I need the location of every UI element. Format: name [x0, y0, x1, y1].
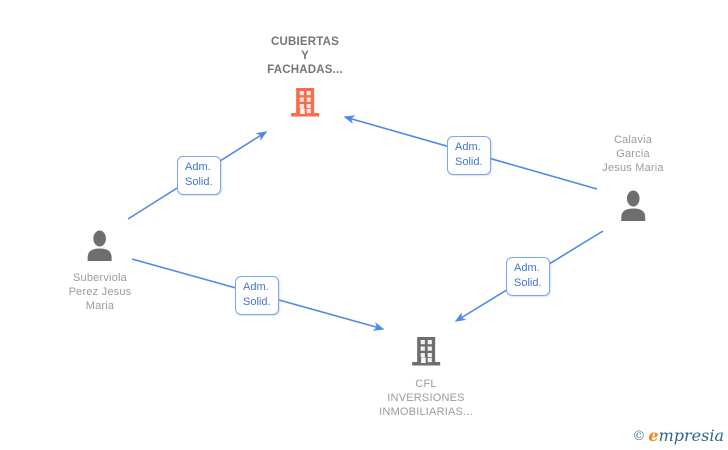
node-cfl-label-line2: INVERSIONES [387, 392, 465, 404]
edge-label-line1: Adm. [185, 161, 211, 173]
node-calavia[interactable]: Calavia Garcia Jesus Maria [602, 133, 664, 227]
node-suberviola-label-line2: Perez Jesus [68, 286, 132, 298]
edge-label-line2: Solid. [243, 296, 271, 308]
building-icon [410, 334, 442, 371]
edge-label-calavia-cubiertas: Adm. Solid. [447, 136, 491, 175]
node-cubiertas-label-line3: FACHADAS... [267, 64, 343, 76]
node-calavia-label-line1: Calavia [613, 134, 653, 146]
person-icon [616, 190, 650, 227]
edge-label-line2: Solid. [185, 176, 213, 188]
node-suberviola[interactable]: Suberviola Perez Jesus Maria [69, 230, 132, 313]
building-icon [289, 85, 321, 122]
node-cubiertas[interactable]: CUBIERTAS Y FACHADAS... [267, 35, 343, 122]
node-cfl-label-line1: CFL [415, 378, 437, 390]
copyright-icon: © [632, 429, 646, 444]
logo-brand-rest: mpresia [658, 426, 724, 445]
edge-label-line1: Adm. [455, 141, 481, 153]
edge-label-line2: Solid. [514, 277, 542, 289]
node-cfl-label-line3: INMOBILIARIAS... [379, 406, 473, 418]
empresia-logo[interactable]: ©empresia [632, 427, 724, 446]
node-calavia-label-line3: Jesus Maria [602, 162, 664, 174]
edge-label-line1: Adm. [514, 262, 540, 274]
node-cubiertas-label-line1: CUBIERTAS [270, 36, 340, 48]
person-icon [83, 230, 117, 267]
node-suberviola-label-line3: Maria [85, 300, 115, 312]
node-cubiertas-label-line2: Y [301, 50, 309, 62]
node-calavia-label-line2: Garcia [616, 148, 650, 160]
edge-label-line1: Adm. [243, 281, 269, 293]
edge-label-line2: Solid. [455, 156, 483, 168]
edge-label-suberviola-cfl: Adm. Solid. [235, 276, 279, 315]
node-suberviola-label-line1: Suberviola [73, 272, 127, 284]
edge-label-calavia-cfl: Adm. Solid. [506, 257, 550, 296]
edge-label-suberviola-cubiertas: Adm. Solid. [177, 156, 221, 195]
node-cfl[interactable]: CFL INVERSIONES INMOBILIARIAS... [379, 334, 473, 419]
logo-brand-first-letter: e [648, 426, 659, 445]
